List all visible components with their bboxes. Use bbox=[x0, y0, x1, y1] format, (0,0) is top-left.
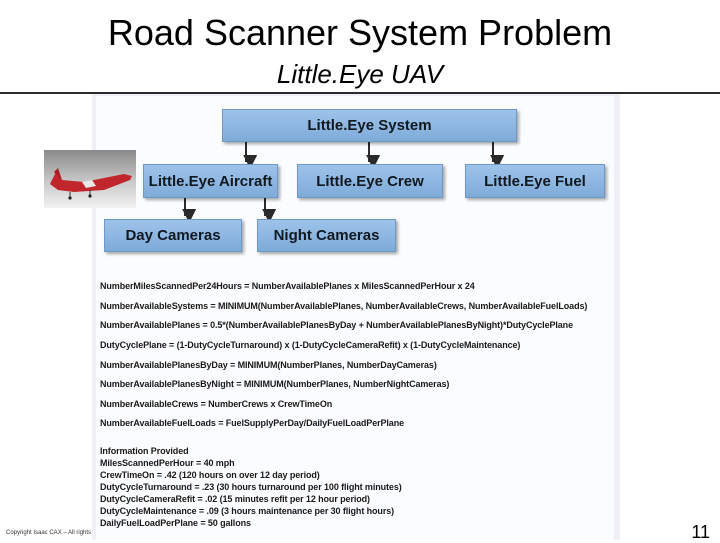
title-divider bbox=[0, 92, 720, 94]
info-heading: Information Provided bbox=[100, 446, 189, 456]
equation-line: NumberAvailablePlanesByNight = MINIMUM(N… bbox=[100, 379, 450, 389]
node-night-cameras: Night Cameras bbox=[257, 219, 396, 252]
info-item: DutyCycleTurnaround = .23 (30 hours turn… bbox=[100, 482, 402, 492]
equation-line: NumberAvailableCrews = NumberCrews x Cre… bbox=[100, 399, 333, 409]
equation-line: NumberAvailablePlanesByDay = MINIMUM(Num… bbox=[100, 360, 437, 370]
info-item: MilesScannedPerHour = 40 mph bbox=[100, 458, 235, 468]
node-crew: Little.Eye Crew bbox=[297, 164, 443, 198]
uav-aircraft-image bbox=[44, 150, 136, 208]
equation-line: DutyCyclePlane = (1-DutyCycleTurnaround)… bbox=[100, 340, 521, 350]
info-item: DailyFuelLoadPerPlane = 50 gallons bbox=[100, 518, 251, 528]
info-item: DutyCycleCameraRefit = .02 (15 minutes r… bbox=[100, 494, 370, 504]
node-day-cameras: Day Cameras bbox=[104, 219, 242, 252]
equation-line: NumberAvailablePlanes = 0.5*(NumberAvail… bbox=[100, 320, 573, 330]
slide-subtitle: Little.Eye UAV bbox=[276, 59, 444, 89]
equation-line: NumberMilesScannedPer24Hours = NumberAva… bbox=[100, 281, 475, 291]
node-aircraft: Little.Eye Aircraft bbox=[143, 164, 278, 198]
page-number: 11 bbox=[691, 522, 710, 542]
info-item: CrewTimeOn = .42 (120 hours on over 12 d… bbox=[100, 470, 320, 480]
slide-title: Road Scanner System Problem bbox=[107, 12, 613, 53]
copyright-footer: Copyright Isaac CAX – All rights bbox=[6, 530, 92, 536]
node-system: Little.Eye System bbox=[222, 109, 517, 142]
equation-line: NumberAvailableFuelLoads = FuelSupplyPer… bbox=[100, 418, 405, 428]
equation-line: NumberAvailableSystems = MINIMUM(NumberA… bbox=[100, 301, 588, 311]
node-fuel: Little.Eye Fuel bbox=[465, 164, 605, 198]
info-item: DutyCycleMaintenance = .09 (3 hours main… bbox=[100, 506, 395, 516]
